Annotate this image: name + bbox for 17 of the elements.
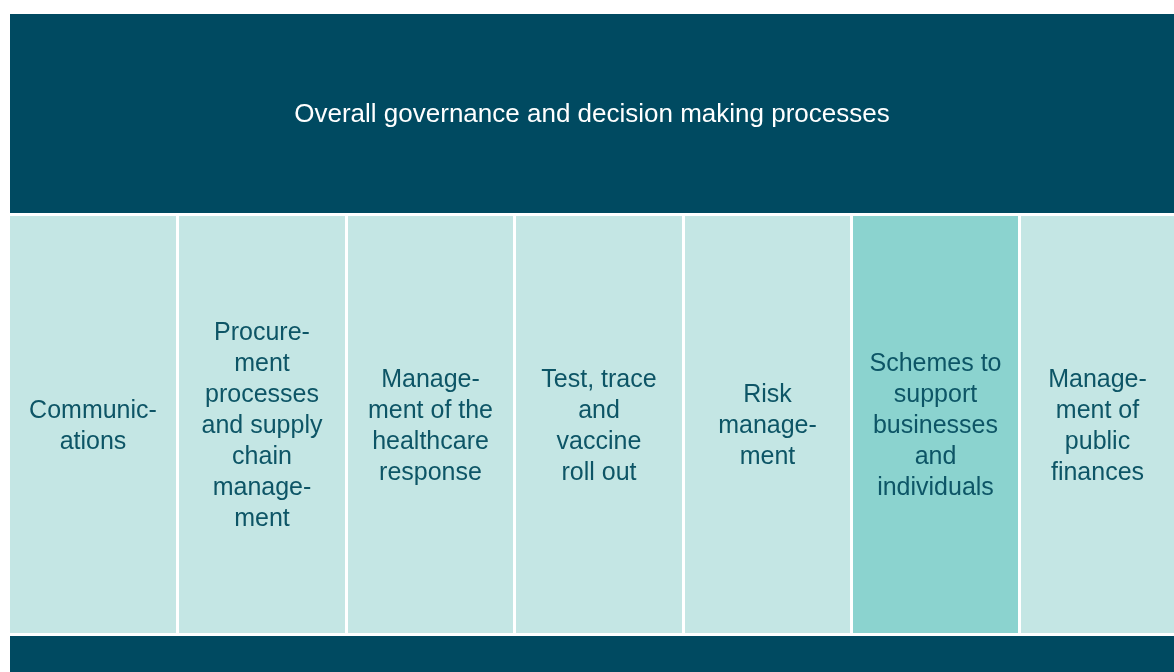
area-column: [10, 216, 176, 633]
column-label: Procure- ment processes and supply chain manage- ment: [200, 316, 324, 533]
column-label: Manage- ment of the healthcare response: [366, 362, 495, 487]
band-title: Overall governance and decision making processes: [294, 98, 890, 129]
area-column: [179, 216, 345, 633]
area-column: [853, 216, 1018, 633]
column-label: Manage- ment of public finances: [1047, 362, 1148, 487]
area-column: [348, 216, 513, 633]
footer-band: [10, 636, 1174, 672]
column-label: Risk manage- ment: [717, 378, 818, 471]
area-column: [516, 216, 682, 633]
column-label: Schemes to support businesses and individuals: [868, 347, 1003, 502]
governance-band: [10, 14, 1174, 213]
area-column: [1021, 216, 1174, 633]
area-column: [685, 216, 850, 633]
column-label: Communic- ations: [28, 393, 158, 456]
column-label: Test, trace and vaccine roll out: [540, 362, 658, 487]
